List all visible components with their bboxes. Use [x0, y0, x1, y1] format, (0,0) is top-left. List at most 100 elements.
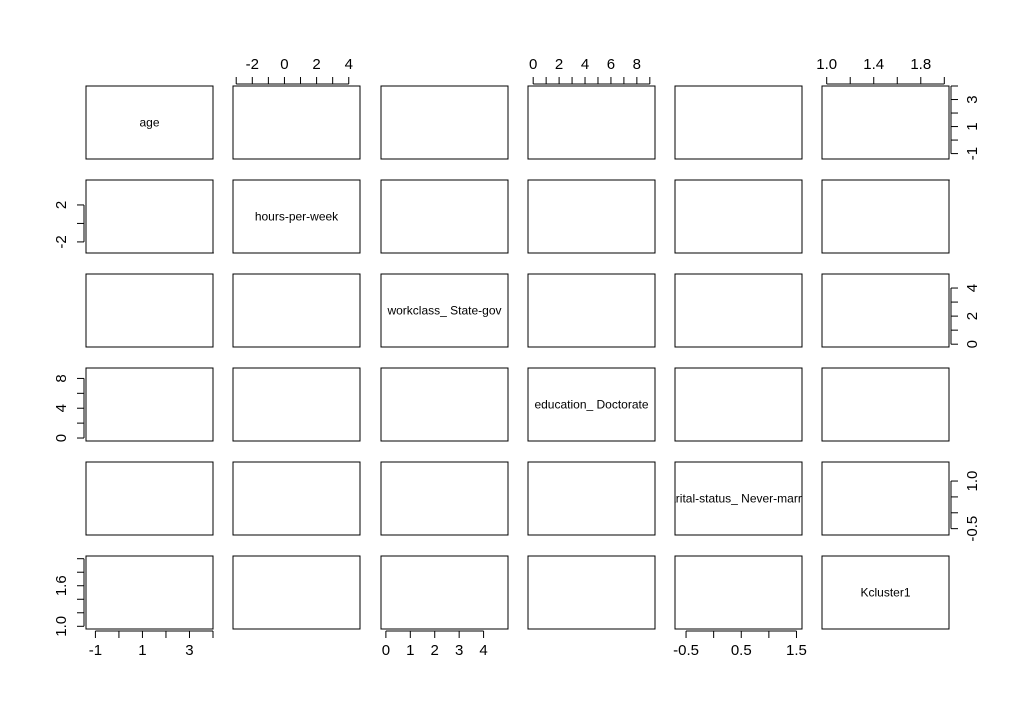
- data-point: [464, 179, 467, 181]
- data-point: [588, 534, 591, 536]
- data-point: [764, 273, 767, 275]
- diag-label-kcluster1: Kcluster1: [860, 586, 910, 600]
- data-point: [545, 179, 548, 181]
- data-point: [297, 346, 300, 348]
- data-point: [749, 346, 752, 348]
- data-point: [327, 346, 330, 348]
- tick-label: -1: [964, 147, 981, 160]
- data-point: [247, 85, 250, 87]
- data-point: [274, 555, 277, 557]
- data-point: [124, 534, 127, 536]
- data-point: [125, 273, 128, 275]
- data-point: [211, 252, 214, 254]
- data-point: [245, 628, 248, 630]
- data-point: [640, 273, 643, 275]
- data-point: [529, 461, 532, 463]
- data-point: [865, 534, 868, 536]
- data-point: [119, 179, 122, 181]
- data-point: [242, 555, 245, 557]
- data-point: [879, 440, 882, 442]
- data-point: [627, 628, 630, 630]
- panel-frame: [380, 273, 509, 348]
- data-point: [179, 179, 182, 181]
- data-point: [207, 252, 210, 254]
- data-point: [788, 367, 791, 369]
- data-point: [576, 273, 579, 275]
- data-point: [207, 346, 210, 348]
- data-point: [413, 440, 416, 442]
- data-point: [599, 534, 602, 536]
- panel-frame: [527, 179, 656, 254]
- panel-frame: [85, 85, 214, 160]
- data-point: [90, 273, 93, 275]
- data-point: [942, 461, 945, 463]
- data-point: [115, 273, 118, 275]
- data-point: [339, 555, 342, 557]
- data-point: [348, 346, 351, 348]
- data-point: [147, 440, 150, 442]
- data-point: [545, 346, 548, 348]
- panel-frame: [821, 367, 950, 442]
- data-point: [730, 158, 733, 160]
- data-point: [442, 628, 445, 630]
- data-point: [450, 158, 453, 160]
- data-point: [530, 534, 533, 536]
- data-point: [624, 158, 627, 160]
- data-point: [781, 158, 784, 160]
- data-point: [698, 252, 701, 254]
- tick-label: -0.5: [673, 642, 699, 659]
- panel-workclass-state-gov-vs-hours-per-week: [232, 273, 361, 348]
- data-point: [934, 346, 937, 348]
- data-point: [161, 555, 164, 557]
- panel-workclass-state-gov-vs-age: [85, 273, 214, 348]
- tick-label: 1: [138, 642, 146, 659]
- data-point: [538, 158, 541, 160]
- data-point: [743, 252, 746, 254]
- data-point: [105, 440, 108, 442]
- panel-frame: [821, 85, 950, 160]
- panel-age-vs-education-doctorate: [527, 85, 656, 160]
- data-point: [695, 346, 698, 348]
- panel-frame: [232, 367, 361, 442]
- panel-frame: [527, 367, 656, 442]
- data-point: [869, 346, 872, 348]
- data-point: [734, 367, 737, 369]
- data-point: [196, 252, 199, 254]
- data-point: [923, 534, 926, 536]
- panel-marital-status-never-married-vs-education-doctorate: [527, 461, 656, 536]
- data-point: [908, 179, 911, 181]
- data-point: [737, 158, 740, 160]
- data-point: [263, 461, 266, 463]
- data-point: [410, 158, 413, 160]
- data-point: [893, 461, 896, 463]
- data-point: [939, 85, 942, 87]
- data-point: [944, 252, 947, 254]
- data-point: [616, 461, 619, 463]
- tick-label: 8: [633, 56, 641, 73]
- data-point: [885, 179, 888, 181]
- data-point: [449, 252, 452, 254]
- right-axis-workclass-state-gov: 024: [950, 284, 981, 348]
- panel-kcluster1-vs-marital-status-never-married: [674, 555, 803, 630]
- left-axis-kcluster1: 1.01.6: [53, 558, 85, 637]
- data-point: [253, 346, 256, 348]
- data-point: [491, 555, 494, 557]
- data-point: [186, 252, 189, 254]
- data-point: [422, 85, 425, 87]
- data-point: [578, 555, 581, 557]
- data-point: [765, 346, 768, 348]
- panel-frame: [527, 555, 656, 630]
- panel-frame: [527, 85, 656, 160]
- data-point: [92, 367, 95, 369]
- panel-education-doctorate-vs-age: [85, 367, 214, 442]
- data-point: [236, 346, 239, 348]
- data-point: [86, 440, 89, 442]
- data-point: [910, 367, 913, 369]
- panel-frame: [674, 555, 803, 630]
- panel-age-vs-workclass-state-gov: [380, 85, 509, 160]
- data-point: [399, 440, 402, 442]
- data-point: [397, 534, 400, 536]
- data-point: [104, 628, 107, 630]
